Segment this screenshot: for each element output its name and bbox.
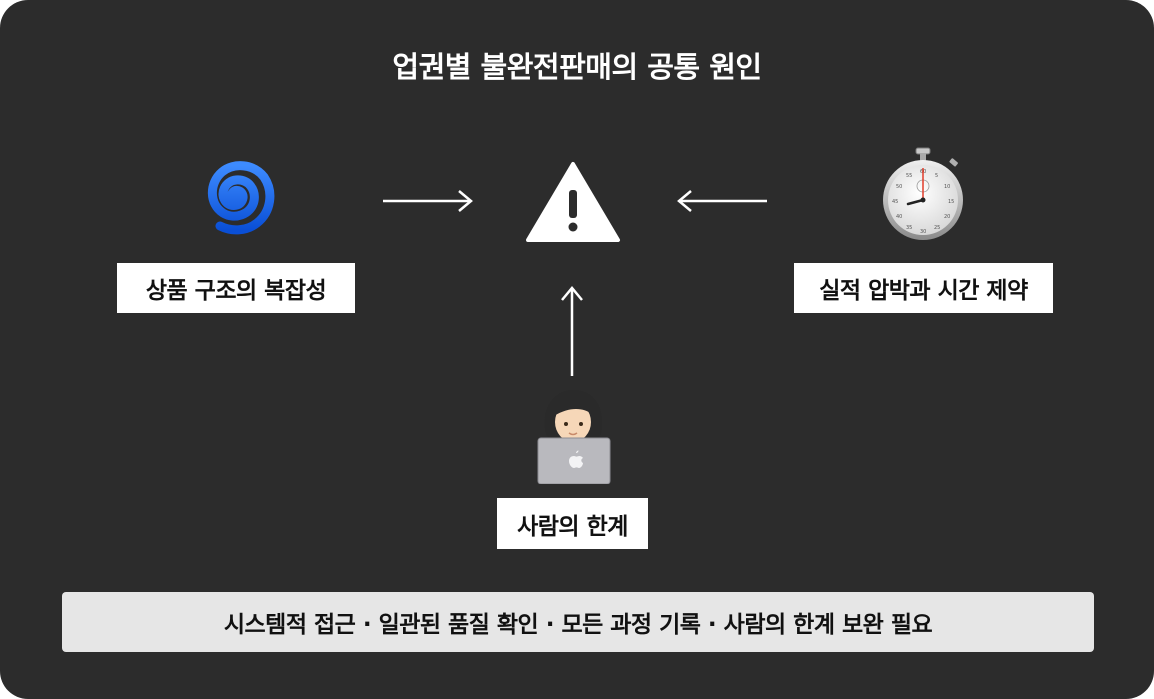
cause-label-human-limits: 사람의 한계 bbox=[497, 498, 648, 549]
svg-text:20: 20 bbox=[944, 214, 950, 220]
cause-label-text: 사람의 한계 bbox=[517, 513, 628, 540]
cause-label-text: 상품 구조의 복잡성 bbox=[145, 278, 327, 304]
svg-text:30: 30 bbox=[920, 229, 926, 235]
summary-banner-text: 시스템적 접근 · 일관된 품질 확인 · 모든 과정 기록 · 사람의 한계 … bbox=[223, 612, 933, 638]
warning-icon bbox=[526, 162, 620, 242]
summary-banner: 시스템적 접근 · 일관된 품질 확인 · 모든 과정 기록 · 사람의 한계 … bbox=[62, 592, 1094, 652]
cause-label-product-complexity: 상품 구조의 복잡성 bbox=[117, 263, 355, 313]
svg-text:10: 10 bbox=[944, 184, 950, 190]
person-laptop-icon bbox=[537, 390, 611, 484]
cause-label-text: 실적 압박과 시간 제약 bbox=[819, 278, 1028, 304]
spiral-icon bbox=[207, 161, 275, 235]
svg-text:5: 5 bbox=[935, 173, 938, 179]
svg-text:35: 35 bbox=[906, 225, 912, 231]
cause-label-performance-pressure: 실적 압박과 시간 제약 bbox=[794, 263, 1053, 313]
arrow-bottom-to-center bbox=[561, 286, 583, 376]
arrow-right-to-center bbox=[677, 190, 767, 212]
svg-text:50: 50 bbox=[896, 184, 902, 190]
svg-text:55: 55 bbox=[906, 173, 912, 179]
diagram-title: 업권별 불완전판매의 공통 원인 bbox=[392, 50, 762, 84]
svg-text:15: 15 bbox=[948, 199, 954, 205]
svg-text:45: 45 bbox=[892, 199, 898, 205]
stopwatch-icon: 60 5 10 15 20 25 30 35 40 45 50 55 bbox=[883, 147, 963, 240]
svg-text:40: 40 bbox=[896, 214, 902, 220]
arrow-left-to-center bbox=[383, 190, 473, 212]
svg-text:25: 25 bbox=[934, 225, 940, 231]
